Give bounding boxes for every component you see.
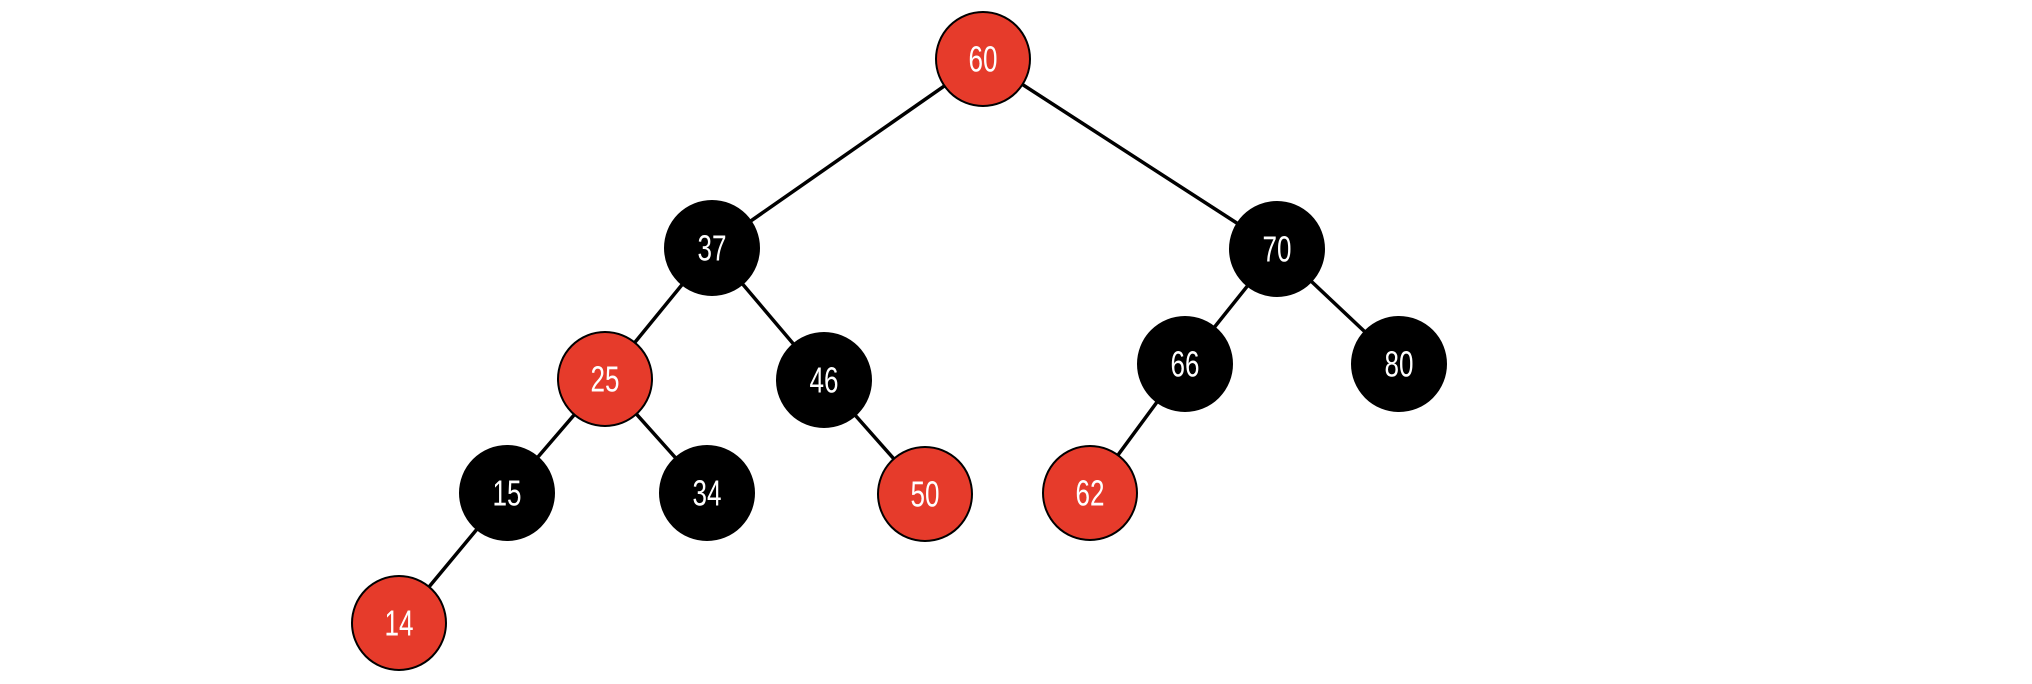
black-node-circle: [459, 445, 555, 541]
node-value-label: 62: [1076, 473, 1105, 514]
tree-node-60: 60: [935, 11, 1031, 107]
red-node-circle: [1042, 445, 1138, 541]
black-node-circle: [659, 445, 755, 541]
red-node-circle: [935, 11, 1031, 107]
tree-node-70: 70: [1229, 201, 1325, 297]
red-node-circle: [351, 575, 447, 671]
tree-node-15: 15: [459, 445, 555, 541]
tree-node-34: 34: [659, 445, 755, 541]
node-value-label: 60: [969, 39, 998, 80]
tree-node-62: 62: [1042, 445, 1138, 541]
node-value-label: 50: [911, 474, 940, 515]
tree-node-25: 25: [557, 331, 653, 427]
tree-edge-60-37: [710, 57, 985, 250]
node-value-label: 37: [698, 228, 727, 269]
tree-node-50: 50: [877, 446, 973, 542]
node-value-label: 46: [810, 360, 839, 401]
red-node-circle: [877, 446, 973, 542]
tree-node-46: 46: [776, 332, 872, 428]
tree-node-66: 66: [1137, 316, 1233, 412]
tree-node-37: 37: [664, 200, 760, 296]
red-node-circle: [557, 331, 653, 427]
tree-node-14: 14: [351, 575, 447, 671]
node-value-label: 15: [493, 473, 522, 514]
black-node-circle: [776, 332, 872, 428]
tree-node-80: 80: [1351, 316, 1447, 412]
node-value-label: 80: [1385, 344, 1414, 385]
node-value-label: 14: [385, 603, 414, 644]
node-value-label: 25: [591, 359, 620, 400]
node-value-label: 34: [693, 473, 722, 514]
node-value-label: 70: [1263, 229, 1292, 270]
tree-edge-60-70: [982, 57, 1278, 251]
black-node-circle: [1137, 316, 1233, 412]
black-node-circle: [1229, 201, 1325, 297]
black-node-circle: [1351, 316, 1447, 412]
black-node-circle: [664, 200, 760, 296]
node-value-label: 66: [1171, 344, 1200, 385]
